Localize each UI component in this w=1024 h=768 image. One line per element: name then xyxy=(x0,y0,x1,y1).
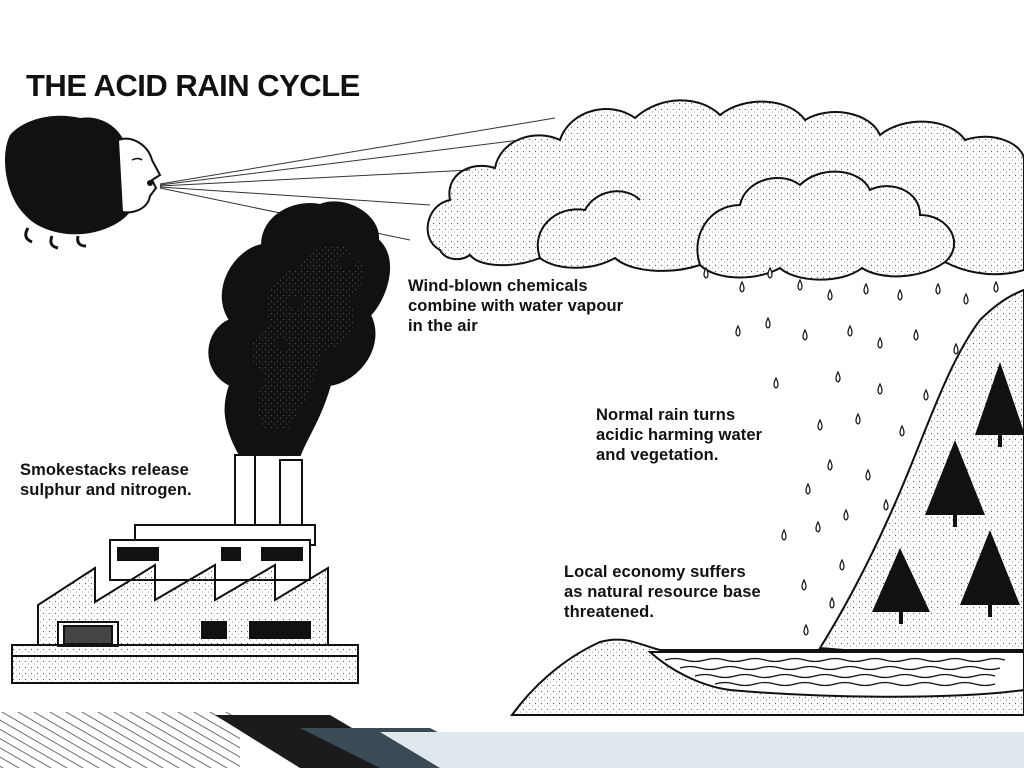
label-line: threatened. xyxy=(564,603,655,621)
factory xyxy=(11,454,359,684)
smoke-plume xyxy=(208,201,391,456)
label-smokestacks: Smokestacks release sulphur and nitrogen… xyxy=(20,460,192,500)
label-local-economy: Local economy suffers as natural resourc… xyxy=(564,562,761,622)
label-line: Smokestacks release xyxy=(20,461,189,479)
label-line: sulphur and nitrogen. xyxy=(20,481,192,499)
label-line: Wind-blown chemicals xyxy=(408,277,588,295)
wind-face-icon xyxy=(5,115,162,250)
label-line: and vegetation. xyxy=(596,446,719,464)
label-line: acidic harming water xyxy=(596,426,763,444)
label-line: in the air xyxy=(408,317,478,335)
mountain xyxy=(818,288,1024,667)
label-line: as natural resource base xyxy=(564,583,761,601)
ground xyxy=(510,638,1024,716)
rain-drops xyxy=(703,266,999,636)
label-normal-rain: Normal rain turns acidic harming water a… xyxy=(596,405,762,465)
label-wind-blown: Wind-blown chemicals combine with water … xyxy=(408,276,623,336)
diagram-title: THE ACID RAIN CYCLE xyxy=(26,68,360,103)
label-line: Normal rain turns xyxy=(596,406,736,424)
pine-tree-icon xyxy=(872,362,1024,624)
label-line: combine with water vapour xyxy=(408,297,624,315)
label-line: Local economy suffers xyxy=(564,563,746,581)
clouds xyxy=(426,99,1024,281)
slide-decoration xyxy=(0,712,1024,768)
